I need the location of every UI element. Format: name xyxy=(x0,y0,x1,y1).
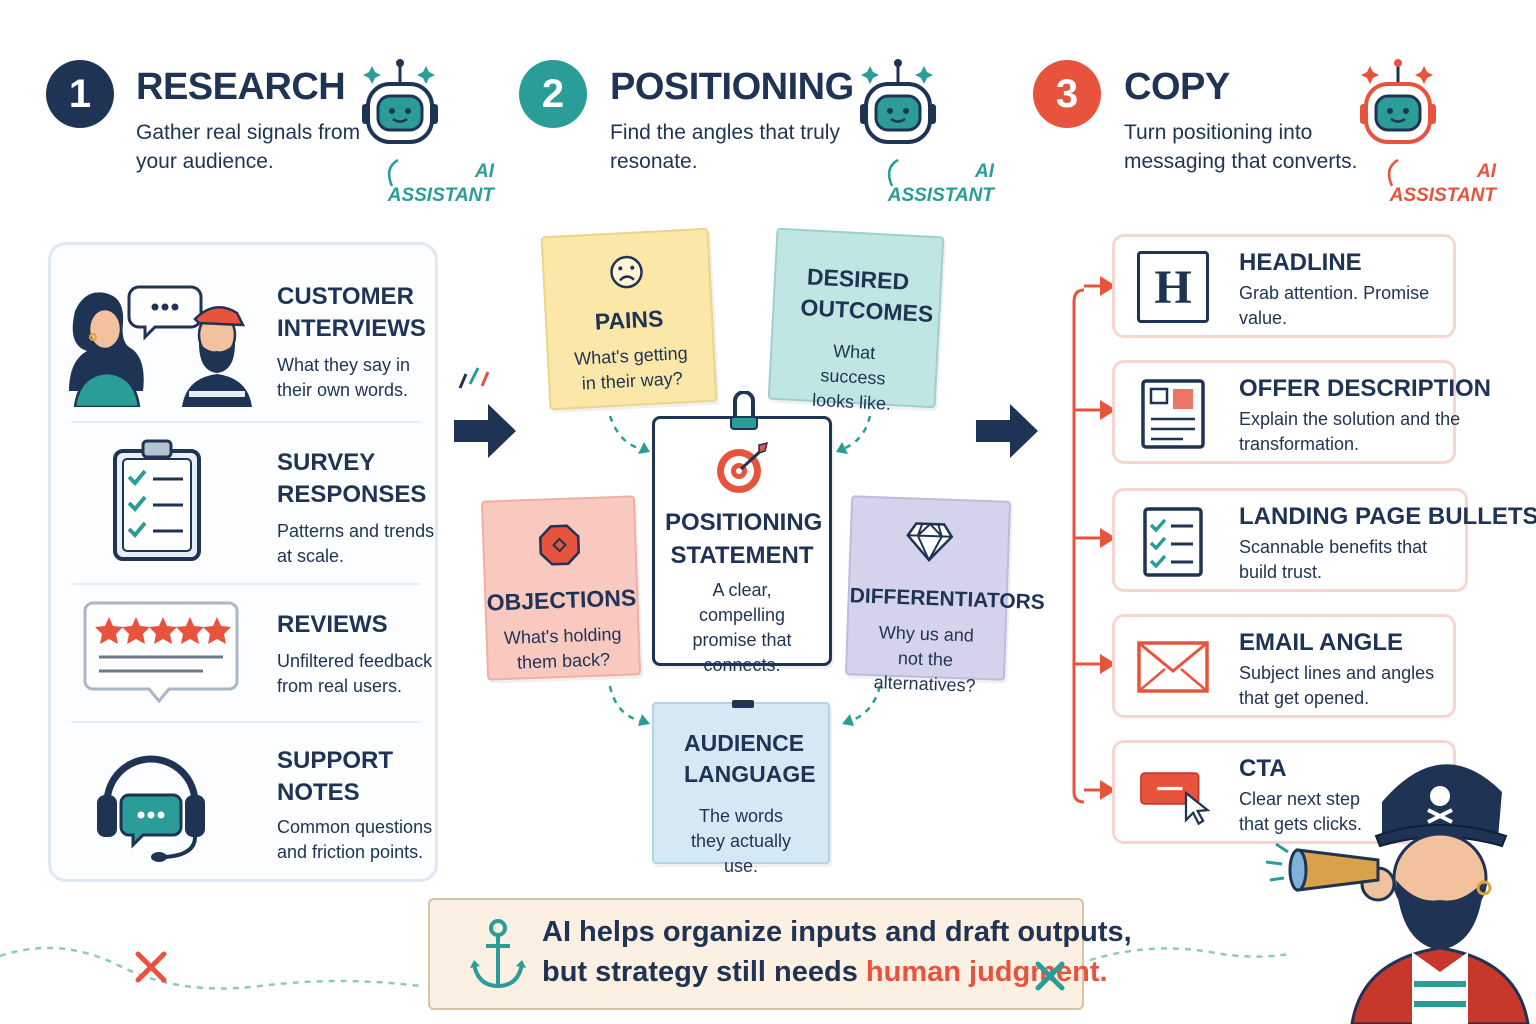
copy-item-email-angle: EMAIL ANGLE Subject lines and angles tha… xyxy=(1112,614,1456,718)
arrow-right-icon xyxy=(976,404,1038,458)
note-title: OBJECTIONS xyxy=(486,584,637,616)
copy-item-title: HEADLINE xyxy=(1239,249,1362,276)
anchor-icon xyxy=(470,919,526,989)
x-mark-icon xyxy=(1035,961,1065,991)
banner-highlight: human judgment. xyxy=(865,956,1108,988)
curved-arrow-icon xyxy=(387,158,399,187)
copy-item-desc: Explain the solution and the transformat… xyxy=(1239,409,1461,454)
positioning-statement-card: POSITIONING STATEMENT A clear, compellin… xyxy=(652,391,832,675)
note-desired-outcomes: DESIRED OUTCOMES What success looks like… xyxy=(767,227,945,414)
research-item-desc: What they say in their own words. xyxy=(277,355,411,400)
clip-icon xyxy=(730,391,758,430)
copy-item-title: CTA xyxy=(1239,755,1287,782)
research-panel: CUSTOMER INTERVIEWS What they say in the… xyxy=(48,242,438,882)
note-audience-language: AUDIENCE LANGUAGE The words they actuall… xyxy=(652,700,830,876)
research-item-reviews: REVIEWS Unfiltered feedback from real us… xyxy=(51,585,441,721)
note-desc: What success looks like. xyxy=(811,340,892,414)
note-desc: The words they actually use. xyxy=(690,806,792,876)
banner-line-2-prefix: but strategy still needs xyxy=(542,956,866,988)
divider xyxy=(71,721,421,723)
sad-face-icon xyxy=(610,255,643,289)
step-2-ai-label: AI ASSISTANT xyxy=(887,161,994,206)
step-3-ai-label: AI ASSISTANT xyxy=(1389,161,1496,206)
step-3-number: 3 xyxy=(1033,60,1101,128)
branch-connectors xyxy=(1072,276,1116,804)
research-item-title: SUPPORT NOTES xyxy=(277,747,394,806)
dashed-trail xyxy=(0,946,1291,990)
research-item-desc: Patterns and trends at scale. xyxy=(277,521,435,566)
note-title: DIFFERENTIATORS xyxy=(849,584,1046,615)
headline-h-icon: H xyxy=(1137,251,1209,323)
tape-icon xyxy=(732,700,754,708)
step-2-desc: Find the angles that truly resonate. xyxy=(610,121,840,173)
step-1-number: 1 xyxy=(46,60,114,128)
step-2-title: POSITIONING xyxy=(610,66,854,108)
research-item-desc: Common questions and friction points. xyxy=(277,817,433,862)
statement-desc: A clear, compelling promise that connect… xyxy=(692,580,792,675)
headset-chat-icon xyxy=(97,755,205,862)
step-1-ai-label: AI ASSISTANT xyxy=(387,161,494,206)
copy-item-desc: Scannable benefits that build trust. xyxy=(1239,537,1428,582)
people-talking-icon xyxy=(69,285,253,407)
robot-icon xyxy=(362,59,438,144)
step-2-number: 2 xyxy=(519,60,587,128)
step-3-title: COPY xyxy=(1124,66,1230,108)
stop-sign-icon xyxy=(538,524,581,566)
cta-button-cursor-icon xyxy=(1140,772,1211,826)
note-title: PAINS xyxy=(594,305,664,335)
summary-banner: AI helps organize inputs and draft outpu… xyxy=(428,898,1132,1010)
research-item-support-notes: SUPPORT NOTES Common questions and frict… xyxy=(51,723,441,883)
research-item-desc: Unfiltered feedback from real users. xyxy=(277,651,433,696)
curved-arrow-icon xyxy=(1387,158,1399,187)
copy-item-desc: Subject lines and angles that get opened… xyxy=(1239,663,1435,708)
star-review-icon xyxy=(83,601,239,704)
research-item-title: REVIEWS xyxy=(277,611,388,638)
divider xyxy=(71,583,421,585)
copy-item-title: LANDING PAGE BULLETS xyxy=(1239,503,1536,530)
robot-icon xyxy=(1360,59,1436,144)
banner-line-1: AI helps organize inputs and draft outpu… xyxy=(542,916,1132,948)
research-item-survey-responses: SURVEY RESPONSES Patterns and trends at … xyxy=(51,423,441,583)
divider xyxy=(71,421,421,423)
robot-icon xyxy=(860,59,936,144)
clipboard-checklist-icon xyxy=(113,439,201,561)
envelope-icon xyxy=(1137,641,1209,693)
research-item-customer-interviews: CUSTOMER INTERVIEWS What they say in the… xyxy=(51,245,441,421)
document-icon xyxy=(1141,379,1205,449)
diamond-icon xyxy=(906,522,954,563)
target-icon xyxy=(717,441,769,493)
note-objections: OBJECTIONS What's holding them back? xyxy=(480,495,642,681)
note-desc: What's holding them back? xyxy=(503,623,622,673)
copy-item-title: OFFER DESCRIPTION xyxy=(1239,375,1492,402)
copy-item-desc: Grab attention. Promise value. xyxy=(1239,283,1430,328)
copy-item-title: EMAIL ANGLE xyxy=(1239,629,1404,656)
copy-item-desc: Clear next step that gets clicks. xyxy=(1239,789,1363,834)
research-item-title: CUSTOMER INTERVIEWS xyxy=(277,283,426,342)
note-desc: What's getting in their way? xyxy=(573,342,689,394)
note-pains: PAINS What's getting in their way? xyxy=(540,227,718,411)
x-mark-icon xyxy=(135,951,167,983)
arrow-right-icon xyxy=(454,404,516,458)
note-differentiators: DIFFERENTIATORS Why us and not the alter… xyxy=(844,495,1046,696)
copy-item-headline: H HEADLINE Grab attention. Promise value… xyxy=(1112,234,1456,338)
copy-item-offer-description: OFFER DESCRIPTION Explain the solution a… xyxy=(1112,360,1491,464)
research-item-title: SURVEY RESPONSES xyxy=(277,449,427,508)
curved-arrow-icon xyxy=(887,158,899,187)
headline-h-glyph: H xyxy=(1154,260,1192,314)
copy-item-landing-page-bullets: LANDING PAGE BULLETS Scannable benefits … xyxy=(1112,488,1536,592)
banner-line-2: but strategy still needs human judgment. xyxy=(542,956,1108,989)
statement-title: POSITIONING STATEMENT xyxy=(665,509,823,569)
note-desc: Why us and not the alternatives? xyxy=(873,622,976,696)
checklist-icon xyxy=(1143,507,1203,577)
step-3-desc: Turn positioning into messaging that con… xyxy=(1124,121,1358,173)
note-title: AUDIENCE LANGUAGE xyxy=(684,730,816,787)
note-title: DESIRED OUTCOMES xyxy=(799,263,934,328)
sparkle-icon xyxy=(458,367,490,389)
step-1-desc: Gather real signals from your audience. xyxy=(136,121,361,173)
step-1-title: RESEARCH xyxy=(136,66,346,108)
dashed-connectors xyxy=(608,415,882,726)
pirate-with-spyglass-illustration xyxy=(1265,764,1530,1024)
